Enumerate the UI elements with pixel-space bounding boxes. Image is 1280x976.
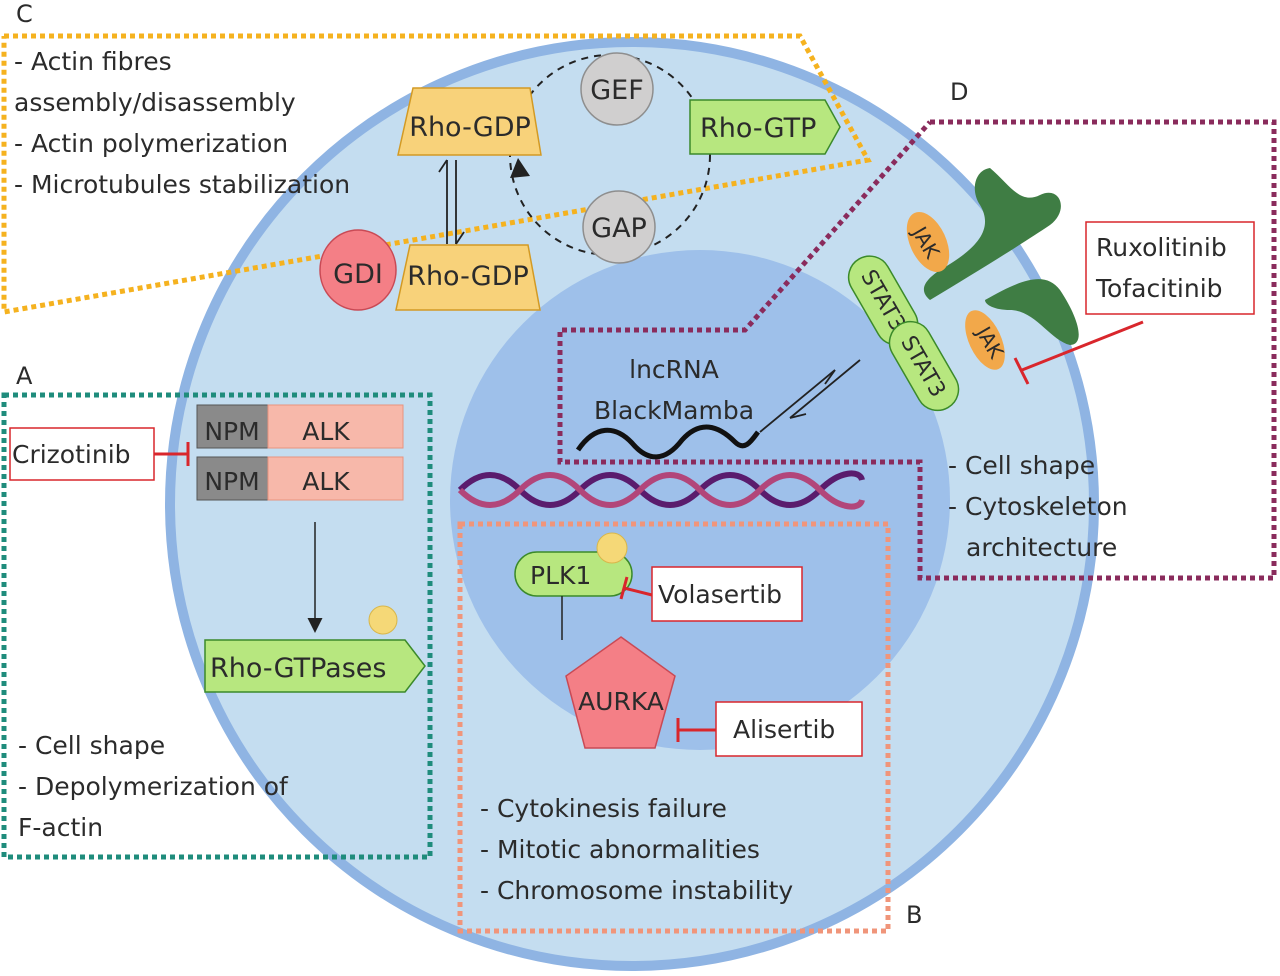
- panel-c-effect-3: - Actin polymerization: [14, 129, 288, 158]
- gdi-shape: [319, 229, 397, 311]
- crizotinib-label: Crizotinib: [12, 440, 131, 469]
- equilibrium-arrow-down-head: [455, 231, 465, 245]
- panel-b-effect-1: - Cytokinesis failure: [480, 794, 727, 823]
- rho-gtpases-phospho-dot: [368, 605, 398, 635]
- gap-label: GAP: [591, 213, 647, 244]
- crizotinib-box: [9, 427, 155, 481]
- plk1-phospho-dot: [596, 532, 628, 564]
- panel-d-effect-2: - Cytoskeleton: [948, 492, 1128, 521]
- rho-gtpases-label: Rho-GTPases: [210, 653, 386, 684]
- volasertib-inhibition-line: [623, 586, 653, 597]
- panel-d-border: [557, 119, 1277, 581]
- jak-bottom-shape: [965, 310, 1005, 370]
- rho-cycle-arrowhead: [510, 158, 530, 178]
- alisertib-label: Alisertib: [733, 715, 835, 744]
- jak-inhibition-line: [1021, 320, 1144, 372]
- panel-b-effect-3: - Chromosome instability: [480, 876, 793, 905]
- jak-top-shape: [906, 212, 950, 272]
- panel-a-letter: A: [16, 362, 33, 390]
- panel-c-effect-2: assembly/disassembly: [14, 88, 296, 117]
- stat3-bottom-shape: [888, 320, 960, 412]
- gef-label: GEF: [590, 75, 644, 106]
- npm-block-1: [196, 404, 269, 449]
- aurka-pentagon: [565, 636, 676, 749]
- panel-b-border: [457, 521, 891, 934]
- volasertib-box: [651, 566, 803, 622]
- jak-inhibitor-box: [1085, 221, 1255, 315]
- gdi-label: GDI: [333, 259, 383, 290]
- panel-a-effect-2: - Depolymerization of: [18, 772, 289, 801]
- panel-b-effect-2: - Mitotic abnormalities: [480, 835, 760, 864]
- rho-gdp-bottom-shape: [395, 244, 541, 311]
- lncrna-strand-icon: [575, 424, 761, 460]
- jak-inhibitor-label-2: Tofacitinib: [1095, 274, 1223, 303]
- jak-inhibition-bar: [1013, 357, 1030, 385]
- cytokine-receptor-icon: [923, 168, 1079, 345]
- panel-d-letter: D: [950, 78, 968, 106]
- alk-label-2: ALK: [302, 467, 350, 496]
- volasertib-inhibition-bar: [619, 576, 629, 600]
- jak-inhibitor-label-1: Ruxolitinib: [1096, 233, 1227, 262]
- panel-c-border: [1, 33, 872, 315]
- dna-helix-icon: [457, 470, 865, 510]
- rho-gtpases-box: [204, 639, 426, 693]
- lncrna-label-2: BlackMamba: [594, 396, 754, 425]
- gef-circle: [580, 52, 654, 126]
- alk-block-1: [267, 404, 404, 449]
- alk-block-2: [267, 456, 404, 501]
- panel-c-effect-1: - Actin fibres: [14, 47, 172, 76]
- lncrna-label-1: lncRNA: [629, 355, 719, 384]
- npm-label-1: NPM: [204, 417, 259, 446]
- panel-c-effect-4: - Microtubules stabilization: [14, 170, 350, 199]
- volasertib-label: Volasertib: [658, 580, 782, 609]
- panel-a-border: [1, 392, 433, 860]
- rho-gtp-label: Rho-GTP: [700, 113, 816, 144]
- rho-gdp-top-label: Rho-GDP: [409, 112, 531, 143]
- panel-a-effect-1: - Cell shape: [18, 731, 165, 760]
- gap-circle: [582, 190, 656, 264]
- panel-d-effect-1: - Cell shape: [948, 451, 1095, 480]
- rho-gdp-bottom-label: Rho-GDP: [407, 261, 529, 292]
- panel-d-effect-3: architecture: [966, 533, 1117, 562]
- alisertib-box: [715, 701, 863, 757]
- panel-c-letter: C: [16, 0, 33, 28]
- nucleus: [450, 250, 950, 750]
- npm-block-2: [196, 456, 269, 501]
- panel-b-letter: B: [906, 901, 922, 929]
- npm-label-2: NPM: [204, 467, 259, 496]
- rho-gtp-box: [689, 99, 841, 155]
- plk1-label: PLK1: [530, 561, 591, 590]
- plk1-box: [514, 551, 633, 597]
- alk-label-1: ALK: [302, 417, 350, 446]
- panel-a-effect-3: F-actin: [18, 813, 103, 842]
- equilibrium-arrow-up-head: [438, 159, 448, 173]
- rho-gdp-top-shape: [397, 87, 542, 156]
- equilibrium-half-arrows-icon: [759, 359, 861, 433]
- aurka-label: AURKA: [578, 687, 664, 716]
